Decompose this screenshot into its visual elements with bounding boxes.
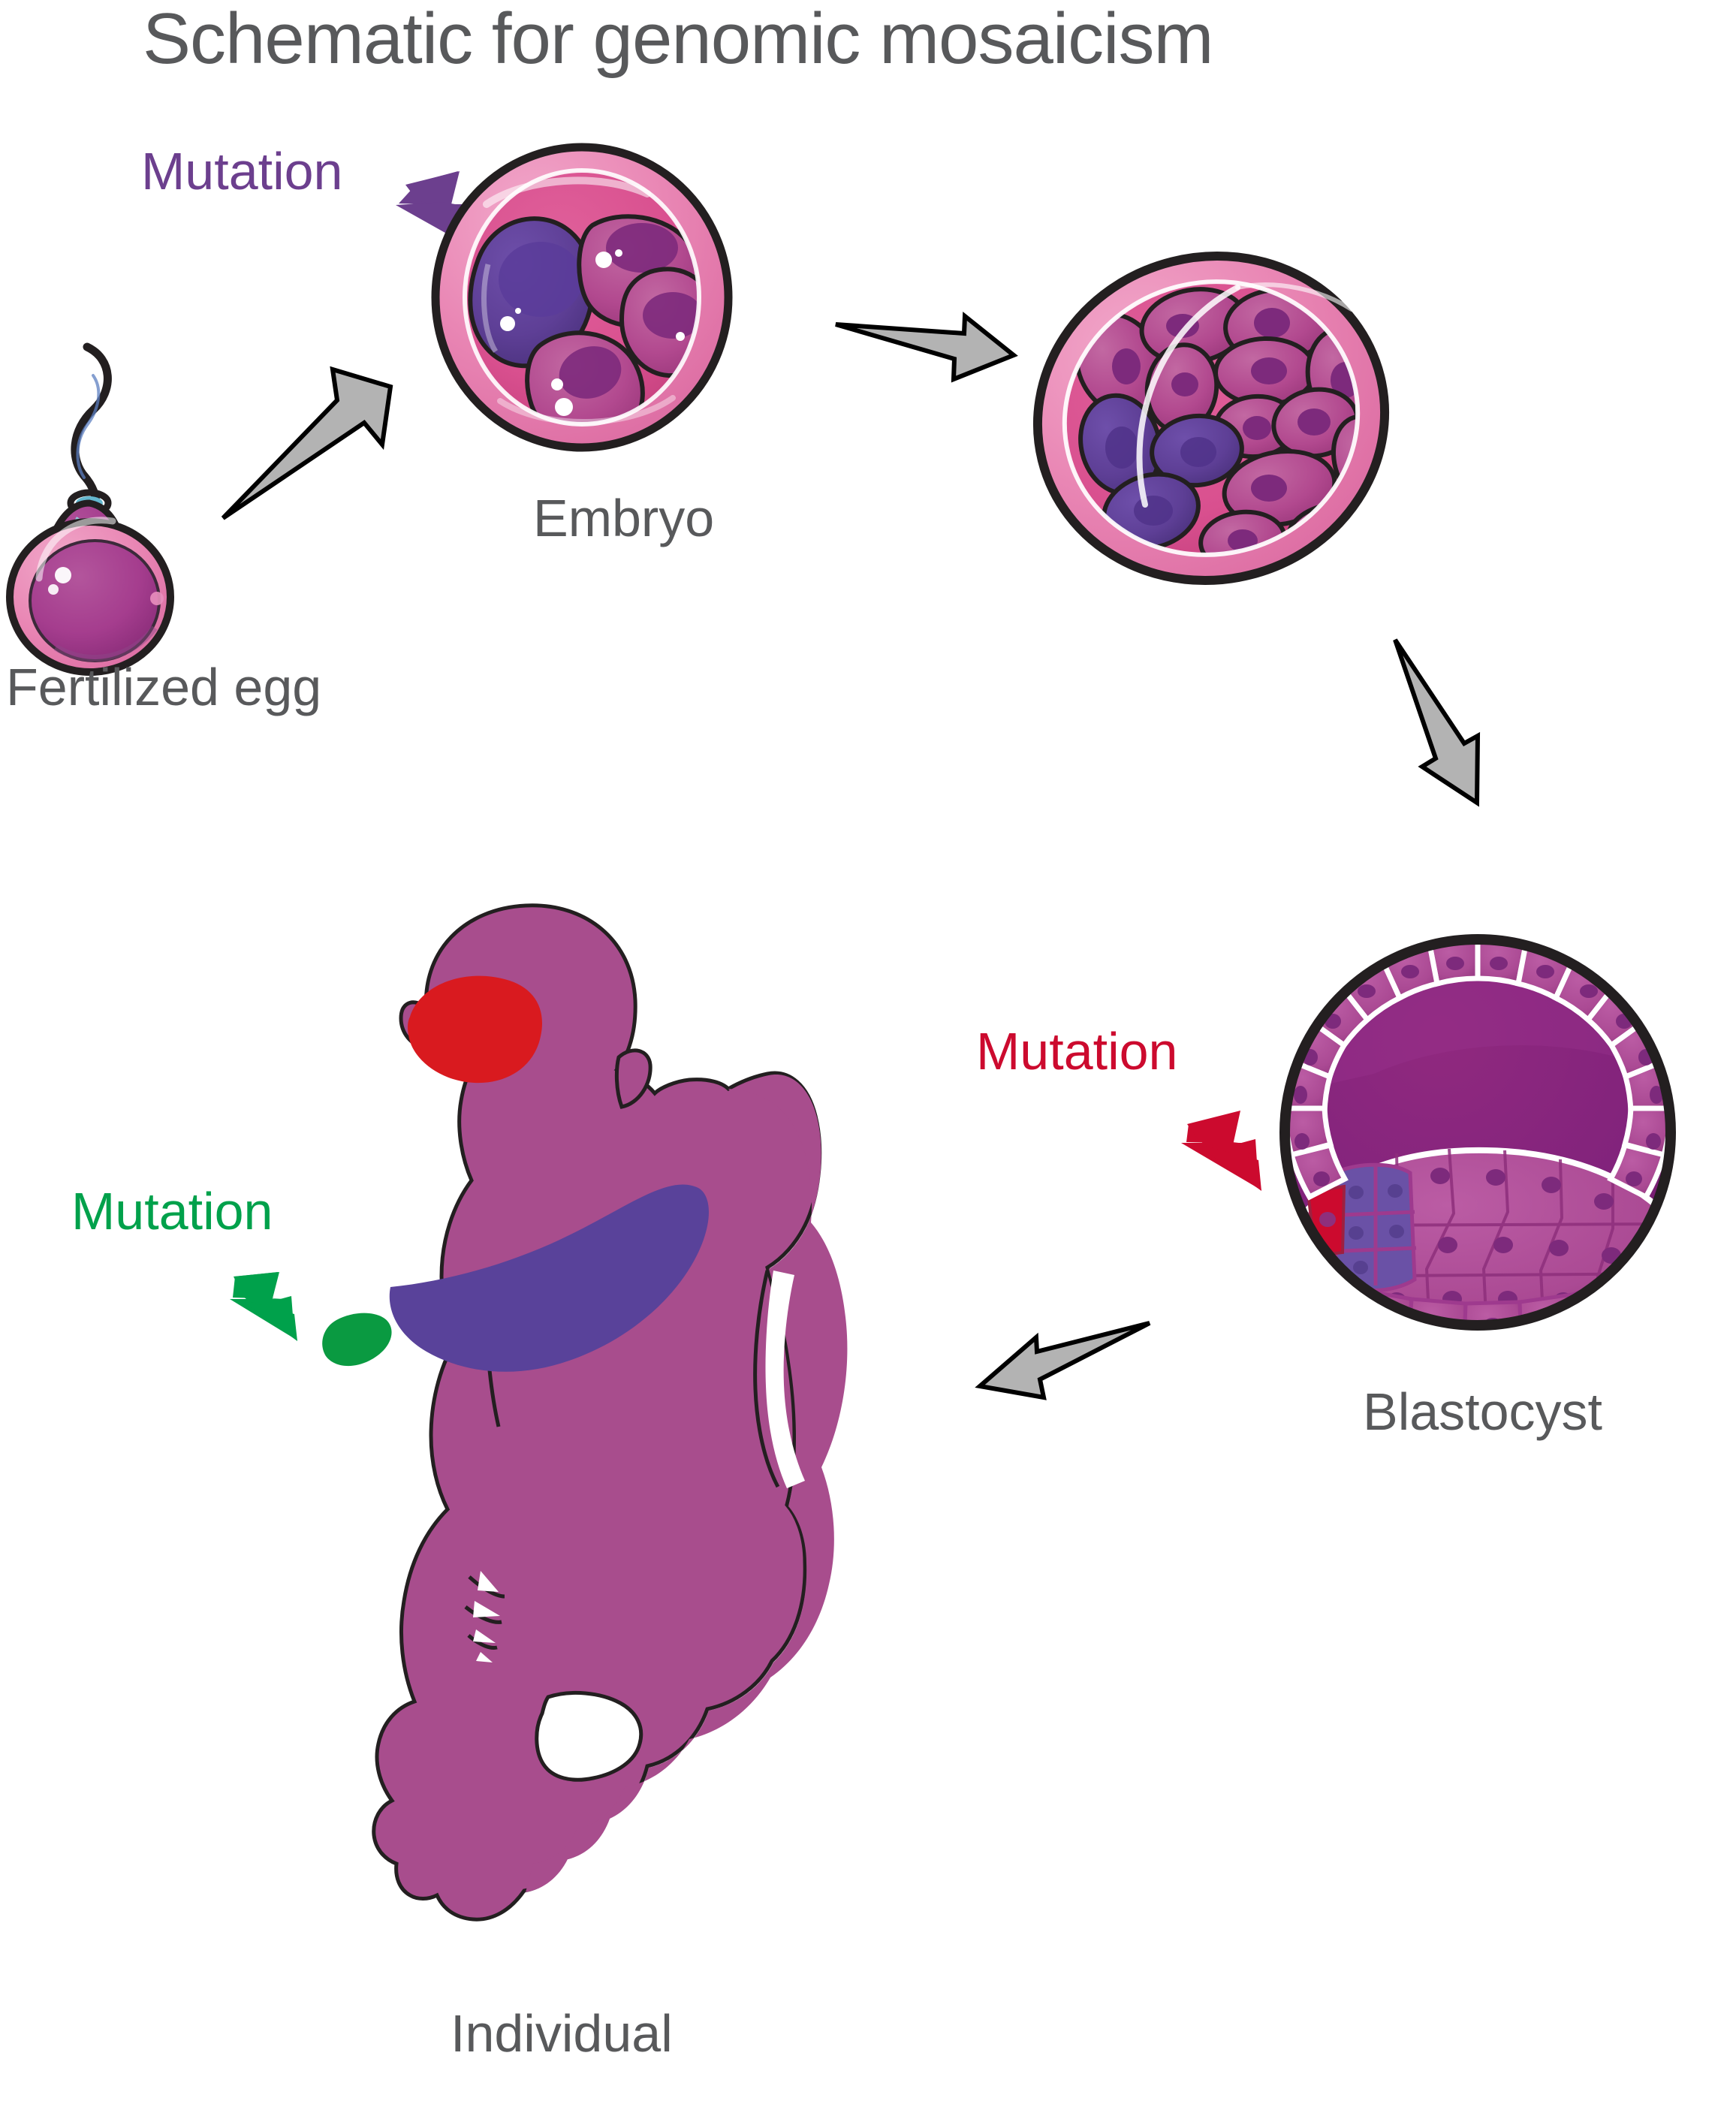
embryo-graphic <box>431 143 733 452</box>
individual-ear-right <box>614 1048 653 1109</box>
mutation-label-embryo: Mutation <box>141 142 343 200</box>
morula-cell-mutated <box>1102 472 1201 551</box>
egg-shadow-arc <box>53 625 158 662</box>
arrow-blastocyst-to-individual <box>975 1321 1151 1400</box>
morula-gloss <box>1136 285 1240 508</box>
embryo-gloss-bottom <box>497 395 676 425</box>
label-individual: Individual <box>451 2004 673 2063</box>
individual-graphic <box>322 903 925 1949</box>
fertilized-egg-graphic <box>6 342 174 676</box>
embryo-gloss-top <box>483 176 651 208</box>
individual-side-gap <box>907 1457 925 1491</box>
individual-finger-gap-3 <box>473 1629 496 1643</box>
individual-arm-gap <box>765 1271 805 1488</box>
individual-finger-gap-2 <box>473 1601 500 1617</box>
arrow-egg-to-embryo <box>221 366 393 520</box>
egg-highlight-dot-2 <box>48 584 59 595</box>
label-embryo: Embryo <box>533 489 715 547</box>
morula-cell-mutated <box>1150 413 1244 488</box>
embryo-inner-membrane <box>463 168 701 427</box>
sperm-tail-highlight <box>76 374 101 479</box>
individual-chest-sash <box>389 1184 709 1372</box>
page-title: Schematic for genomic mosaicism <box>143 0 1213 79</box>
blastocyst-graphic <box>1279 934 1676 1331</box>
egg-highlight-dot-1 <box>55 567 71 583</box>
individual-head-patch <box>407 975 542 1084</box>
individual-finger-gap-1 <box>478 1571 499 1592</box>
individual-arm-line <box>753 1270 780 1488</box>
egg-highlight-arc <box>35 517 116 582</box>
arrow-morula-to-blastocyst <box>1393 638 1481 807</box>
blastocyst-border <box>1281 936 1674 1329</box>
individual-hand-line-2 <box>464 1605 502 1624</box>
embryo-cell-normal-3 <box>525 330 645 424</box>
mutation-label-blastocyst: Mutation <box>976 1022 1178 1081</box>
mutation-bolt-green <box>230 1272 297 1341</box>
individual-finger-gap-4 <box>476 1652 493 1662</box>
mutation-bolt-red <box>1181 1111 1261 1191</box>
blastocyst-mutated-cells <box>1333 1162 1417 1293</box>
individual-arm-patch <box>322 1313 392 1367</box>
arrow-embryo-to-morula <box>835 311 1018 383</box>
morula-graphic <box>1032 251 1390 586</box>
individual-toe-gap <box>606 1918 640 1949</box>
morula-inner-membrane <box>1062 279 1361 557</box>
mutation-label-individual: Mutation <box>71 1182 273 1240</box>
morula-cell <box>1222 449 1337 527</box>
individual-body-fill <box>526 1075 848 1892</box>
individual-knee-gap <box>535 1690 643 1782</box>
egg-highlight-dot-3 <box>150 592 164 605</box>
label-fertilized-egg: Fertilized egg <box>6 658 322 716</box>
morula-gloss-2 <box>1235 282 1354 312</box>
label-blastocyst: Blastocyst <box>1363 1382 1602 1441</box>
individual-hand-line-1 <box>468 1575 505 1599</box>
individual-hand-line-3 <box>467 1634 498 1650</box>
embryo-cell-nucleus <box>499 242 583 317</box>
embryo-cell-mutated <box>468 216 595 369</box>
